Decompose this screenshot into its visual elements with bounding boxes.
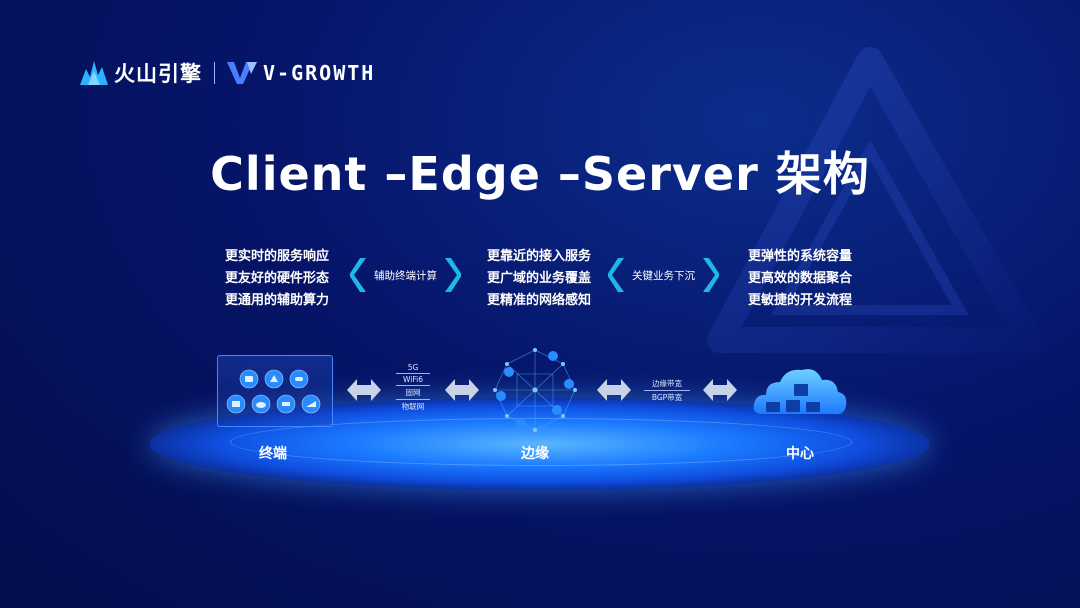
- logo-divider: [214, 62, 215, 84]
- page-title: Client –Edge –Server 架构: [210, 147, 870, 201]
- glow-platform-ring: [230, 418, 852, 466]
- edge-server-link-list: 边缘带宽 BGP带宽: [644, 377, 690, 404]
- link-type-label: BGP带宽: [651, 393, 683, 402]
- double-arrow-icon: [347, 379, 381, 401]
- edge-feature-list: 更靠近的接入服务 更广域的业务覆盖 更精准的网络感知: [487, 246, 591, 312]
- v-growth-logo-icon: [227, 62, 257, 84]
- chevron-right-icon: [703, 258, 719, 292]
- connector-label: 关键业务下沉: [632, 269, 695, 282]
- server-feature-list: 更弹性的系统容量 更高效的数据聚合 更敏捷的开发流程: [748, 246, 852, 312]
- brand-name-cn: 火山引擎: [114, 62, 202, 86]
- client-feature-item: 更友好的硬件形态: [225, 271, 330, 286]
- link-type-label: 边缘带宽: [644, 377, 690, 391]
- client-devices-panel: [217, 355, 333, 427]
- background-triangle-decoration: [707, 47, 1040, 353]
- double-arrow-icon: [597, 379, 631, 401]
- logo-bar: 火山引擎 V-GROWTH: [80, 56, 375, 90]
- client-devices-icon-grid: [226, 369, 321, 414]
- client-edge-link-list: 5G WiFi6 固网 物联网: [396, 362, 430, 413]
- cloud-server-icon: [753, 369, 847, 415]
- client-feature-item: 更实时的服务响应: [225, 249, 330, 264]
- server-feature-item: 更弹性的系统容量: [748, 249, 853, 264]
- edge-node-label: 边缘: [521, 446, 549, 462]
- double-arrow-icon: [703, 379, 737, 401]
- link-type-label: 物联网: [401, 402, 425, 411]
- edge-feature-item: 更广域的业务覆盖: [487, 271, 592, 286]
- edge-feature-item: 更精准的网络感知: [487, 293, 592, 308]
- edge-server-connector: 关键业务下沉: [608, 258, 719, 292]
- chevron-left-icon: [608, 258, 624, 292]
- link-type-label: WiFi6: [396, 374, 430, 386]
- link-type-label: 固网: [396, 386, 430, 400]
- volcano-logo-icon: [80, 61, 108, 85]
- edge-feature-item: 更靠近的接入服务: [487, 249, 592, 264]
- chevron-left-icon: [350, 258, 366, 292]
- double-arrow-icon: [445, 379, 479, 401]
- client-node-label: 终端: [259, 446, 287, 462]
- server-feature-item: 更高效的数据聚合: [748, 271, 853, 286]
- server-node-label: 中心: [786, 446, 814, 462]
- client-edge-connector: 辅助终端计算: [350, 258, 461, 292]
- client-feature-list: 更实时的服务响应 更友好的硬件形态 更通用的辅助算力: [225, 246, 329, 312]
- edge-network-globe-icon: [493, 348, 577, 432]
- brand-name-en: V-GROWTH: [263, 61, 376, 85]
- connector-label: 辅助终端计算: [374, 269, 437, 282]
- client-feature-item: 更通用的辅助算力: [225, 293, 330, 308]
- chevron-right-icon: [445, 258, 461, 292]
- link-type-label: 5G: [396, 362, 430, 374]
- server-feature-item: 更敏捷的开发流程: [748, 293, 853, 308]
